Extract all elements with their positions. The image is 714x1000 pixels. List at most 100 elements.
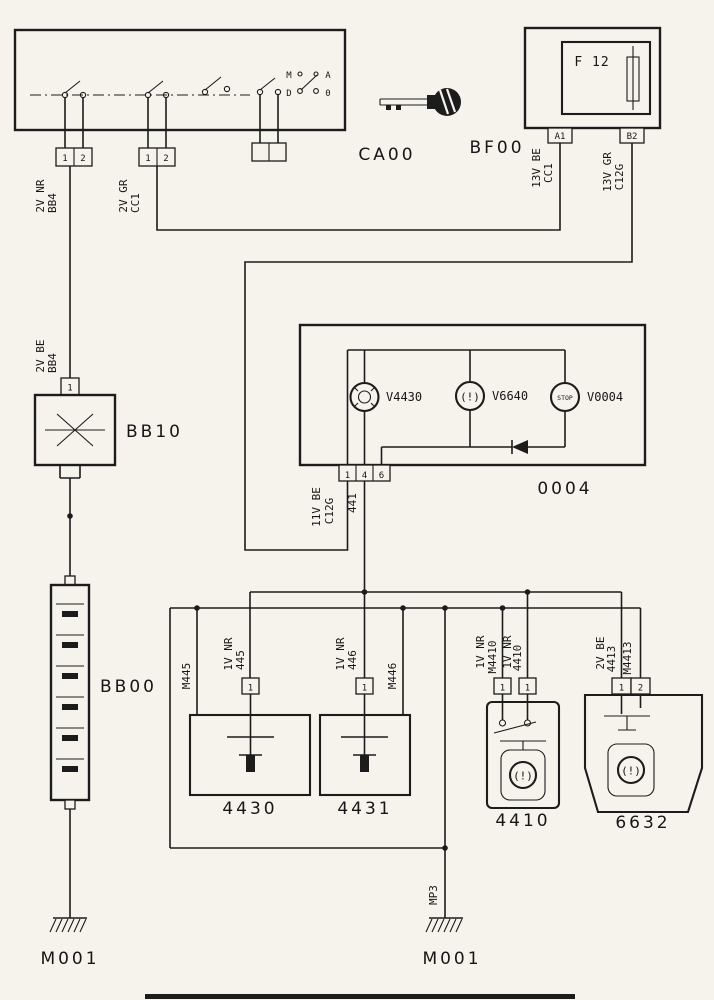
wire-label-13vbe: 13V BE	[530, 148, 543, 188]
rotary-position-diagram: M A D 0	[286, 71, 331, 99]
bb00-battery: BB00	[49, 575, 157, 918]
wire-label-m446: M446	[386, 663, 399, 690]
stop-lamp-icon-v0004: STOP	[549, 381, 581, 413]
wire-label-441: 441	[346, 493, 359, 513]
wire-label-11vbe: 11V BE	[310, 487, 323, 527]
wire-label-m4413: M4413	[621, 641, 634, 674]
wire-label-1vnr-m4410: 1V NR	[474, 635, 487, 668]
connector-c3-unused	[251, 94, 287, 162]
wire-label-2vbe: 2V BE	[34, 339, 47, 372]
wire-label-m445: M445	[180, 663, 193, 690]
unit-0004-box	[298, 323, 647, 467]
wire-label-4410: 4410	[511, 645, 524, 672]
wire-label-cc1: CC1	[129, 193, 142, 213]
ground-icon-center: MP3 M001	[422, 885, 481, 969]
wire-label-446: 446	[346, 650, 359, 670]
wire-label-c12g: C12G	[613, 164, 626, 191]
bb10-label: BB10	[126, 422, 183, 442]
s4410-label: 4410	[495, 811, 550, 831]
s4410-glyph: (!)	[513, 770, 533, 783]
signal-bus	[249, 591, 623, 678]
unit-6632: 2V BE 4413 M4413 1 2 (!) 6632	[583, 636, 704, 833]
bb10-junction: 2V BE BB4 1 BB10	[33, 339, 183, 576]
wire-label-1vnr-4410: 1V NR	[501, 635, 514, 668]
bb10-pin: 1	[67, 384, 72, 394]
lamp-ref-v0004: V0004	[587, 390, 623, 404]
position-d: D	[286, 89, 291, 99]
bf00-fusebox: F 12 A1 B2 BF00	[469, 26, 662, 158]
float-contact-icon	[604, 694, 650, 731]
ignition-key-icon	[379, 88, 461, 116]
bottom-bus-wiring	[169, 589, 642, 918]
wire-a1-to-c2	[156, 143, 561, 231]
connector-c2: 1 2	[138, 98, 176, 167]
position-0: 0	[325, 89, 330, 99]
s6632-housing	[583, 693, 704, 814]
connector-c1: 1 2	[55, 98, 93, 167]
s6632-label: 6632	[615, 813, 670, 833]
s4430-label: 4430	[222, 799, 277, 819]
wire-label-bb4: BB4	[46, 193, 59, 213]
wear-sensor-icon-4430	[227, 694, 274, 772]
fuse-icon	[626, 46, 640, 110]
c1-pin2: 2	[80, 154, 85, 164]
bf00-box	[523, 26, 662, 130]
s4410-pin1: 1	[500, 684, 505, 694]
s4410-pin2: 1	[525, 684, 530, 694]
ca00-switch-assembly: M A D 0 CA00	[13, 28, 415, 165]
pin-a1: A1	[555, 132, 566, 142]
bb10-box	[33, 393, 117, 467]
ca00-label: CA00	[358, 145, 415, 165]
bf00-label: BF00	[469, 138, 524, 158]
lever-switch-icon	[493, 694, 546, 750]
harness-wires	[69, 143, 633, 551]
wire-label-mp3: MP3	[427, 885, 440, 905]
wire-label-445: 445	[234, 650, 247, 670]
wire-label-2vnr: 2V NR	[34, 179, 47, 212]
wire-label-1vnr-445: 1V NR	[222, 637, 235, 670]
wire-b2-to-0004-pin1	[244, 143, 633, 551]
sensor-4430: 1V NR 445 M445 1 4430	[180, 637, 312, 819]
s4431-pin: 1	[362, 684, 367, 694]
ground-center-label: M001	[422, 949, 481, 969]
0004-pin4: 4	[362, 471, 367, 481]
warning-lamp-icon-v6640: (!)	[454, 380, 486, 412]
wire-label-2vgr: 2V GR	[117, 179, 130, 212]
lamp-glyph-v6640: (!)	[460, 391, 480, 404]
splice-dot	[67, 513, 73, 519]
position-m: M	[286, 71, 292, 81]
bb00-label: BB00	[100, 677, 157, 697]
s6632-glyph: (!)	[621, 765, 641, 778]
unit-0004-label: 0004	[537, 479, 592, 499]
switch-contact-3	[201, 76, 231, 96]
switch-contact-1	[61, 80, 87, 99]
page-edge-mark	[145, 994, 575, 999]
bf00-inner-box	[560, 40, 652, 116]
wire-label-m4410: M4410	[486, 640, 499, 673]
switch-contact-4	[256, 77, 282, 96]
position-a: A	[325, 71, 331, 81]
fuse-f12-label: F 12	[574, 55, 609, 70]
wire-label-13vgr: 13V GR	[601, 152, 614, 192]
s4431-label: 4431	[337, 799, 392, 819]
0004-pin1: 1	[345, 471, 350, 481]
sensor-4431: 1V NR 446 M446 1 4431	[318, 637, 412, 819]
wire-label-bb4-2: BB4	[46, 353, 59, 373]
warning-lamp-icon-4410: (!)	[500, 749, 546, 801]
wire-label-4413: 4413	[605, 646, 618, 673]
ca00-box	[13, 28, 347, 132]
wire-label-c12g-2: C12G	[323, 498, 336, 525]
lamp-ref-v4430: V4430	[386, 390, 422, 404]
wire-label-2vbe-4413: 2V BE	[594, 636, 607, 669]
ground-icon-left: M001	[40, 917, 99, 969]
lamp-ref-v6640: V6640	[492, 389, 528, 403]
0004-pin6: 6	[379, 471, 384, 481]
s4410-housing	[485, 700, 561, 810]
lamp-glyph-stop: STOP	[557, 394, 573, 402]
s6632-pin2: 2	[638, 684, 643, 694]
pin-b2: B2	[627, 132, 638, 142]
wire-label-1vnr-446: 1V NR	[334, 637, 347, 670]
ground-left-label: M001	[40, 949, 99, 969]
warning-lamp-icon-6632: (!)	[607, 743, 655, 797]
